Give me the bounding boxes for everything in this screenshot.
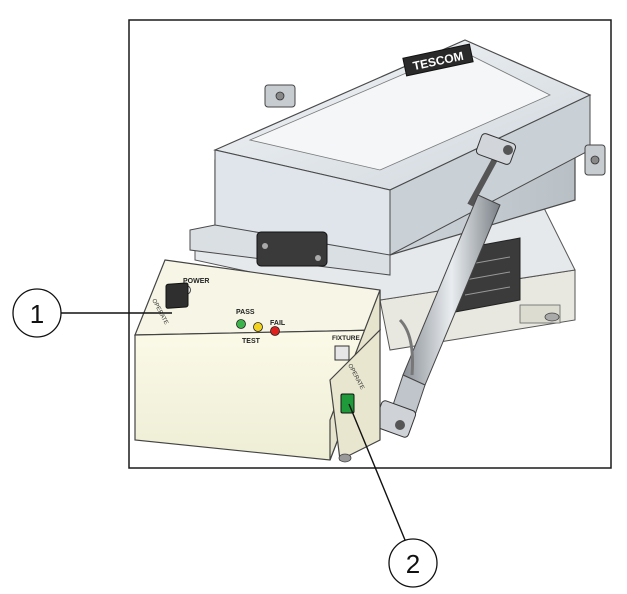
pass-led: [236, 319, 246, 329]
callout-1-number: 1: [30, 299, 44, 329]
hinge-right: [584, 144, 606, 176]
lid-latch: [256, 231, 328, 267]
control-box: [134, 259, 560, 463]
callout-2-number: 2: [406, 549, 420, 579]
pneumatic-cylinder: [373, 133, 517, 438]
hinge-left: [264, 84, 296, 108]
power-label: POWER: [183, 278, 209, 285]
fixture-label: FIXTURE: [332, 335, 360, 342]
fixture-button[interactable]: [334, 345, 350, 361]
pass-label: PASS: [236, 309, 255, 316]
fail-led: [270, 326, 280, 336]
callout-2-leader: [348, 403, 406, 541]
power-switch[interactable]: [165, 282, 189, 309]
test-label: TEST: [242, 338, 261, 345]
test-led: [253, 322, 263, 332]
callout-2-circle: [388, 538, 438, 588]
fail-label: FAIL: [270, 320, 286, 327]
